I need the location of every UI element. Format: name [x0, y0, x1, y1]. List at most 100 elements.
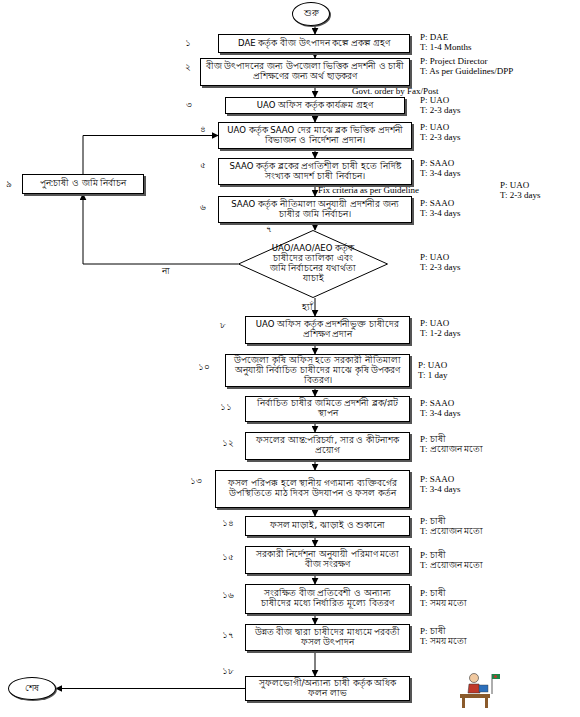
step-number: ১৭: [222, 628, 234, 643]
person-note: P: UAO: [420, 252, 449, 262]
process-box: সরকারী নির্দেশনা অনুযায়ী পরিমাণ মতো বীজ…: [245, 546, 410, 574]
node-text-group: ফসলের আন্ত:পরিচর্যা, সার ও কীটনাশক প্রয়…: [250, 436, 405, 456]
node-text-group: ফসল মাড়াই, ঝাড়াই ও শুকানো: [270, 521, 386, 531]
flow-arrow: [315, 344, 316, 354]
flow-arrow: [315, 460, 316, 470]
person-note: P: SAAO: [420, 398, 454, 408]
flag-disc: [494, 675, 497, 678]
node-text-group: শুরু: [304, 9, 319, 19]
node-text: ফসলের আন্ত:পরিচর্যা, সার ও কীটনাশক প্রয়…: [250, 436, 405, 456]
node-text: SAAO কর্তৃক নীতিমালা অনুযায়ী প্রদর্শনীর…: [223, 200, 407, 220]
node-text: সংরক্ষিত বীজ প্রতিবেশী ও অন্যান্য চাষীদে…: [250, 589, 405, 609]
flow-arrow: [315, 614, 316, 624]
person-note: P: SAAO: [420, 158, 454, 168]
node-text-group: পুন:চাষী ও জমি নির্বাচন: [40, 179, 127, 189]
process-box: SAAO কর্তৃক নীতিমালা অনুযায়ী প্রদর্শনীর…: [218, 196, 412, 223]
flow-arrow: [83, 136, 218, 175]
person-note: P: DAE: [420, 32, 448, 42]
node-text-group: UAO অফিস কর্তৃক কার্যক্রম গ্রহণ: [257, 101, 373, 111]
step-number: ১৮: [222, 664, 234, 679]
time-note: T: 1-4 Months: [420, 42, 472, 52]
step-number: ১: [185, 36, 191, 51]
node-text-group: UAO কর্তৃক SAAO দের মাঝে ব্লক ভিত্তিক প্…: [223, 126, 407, 146]
node-text: DAE কর্তৃক বীজ উৎপাদন কল্পে প্রকল্প গ্রহ…: [238, 39, 390, 49]
step-number: ৪: [200, 122, 206, 137]
process-box: UAO অফিস কর্তৃক প্রদর্শনীভুক্ত চাষীদের প…: [245, 316, 410, 344]
time-note: T: 2-3 days: [420, 132, 461, 142]
node-text: UAO অফিস কর্তৃক প্রদর্শনীভুক্ত চাষীদের প…: [250, 320, 405, 340]
node-text: SAAO কর্তৃক ব্লকের প্রগতিশীল চাষী হতে নি…: [223, 162, 407, 182]
step-number: ১৪: [222, 516, 234, 531]
flow-arrow: [56, 688, 245, 689]
process-box: সংরক্ষিত বীজ প্রতিবেশী ও অন্যান্য চাষীদে…: [245, 584, 410, 614]
node-text: শুরু: [304, 9, 319, 19]
desk-leg: [485, 698, 488, 708]
start-terminal: শুরু: [292, 2, 330, 26]
node-text: বীজ উৎপাদনের জন্য উপজেলা ভিত্তিক প্রদর্শ…: [205, 62, 405, 82]
node-text-group: UAO অফিস কর্তৃক প্রদর্শনীভুক্ত চাষীদের প…: [250, 320, 405, 340]
time-note: T: সময় মতো: [420, 636, 467, 646]
process-box: উন্নত বীজ দ্বারা চাষীদের মাধ্যমে পরবর্তী…: [245, 624, 410, 651]
step-number: ১৫: [222, 550, 234, 565]
time-note: T: প্রয়োজন মতো: [420, 444, 483, 454]
node-text-group: শেষ: [25, 684, 39, 694]
step-number: ১১: [220, 400, 232, 415]
node-text-group: UAO/AAO/AEO কর্তৃক চাষীদের তালিকা এবং জম…: [264, 244, 362, 283]
node-text-group: সংরক্ষিত বীজ প্রতিবেশী ও অন্যান্য চাষীদে…: [250, 589, 405, 609]
person-note: P: SAAO: [420, 198, 454, 208]
person-note: P: চাষী: [420, 516, 446, 526]
step-number: ৯: [6, 177, 12, 192]
node-text: UAO অফিস কর্তৃক কার্যক্রম গ্রহণ: [257, 101, 373, 111]
person-note: P: UAO: [420, 318, 449, 328]
node-text-group: নির্বাচিত চাষীর জমিতে প্রদর্শনী ব্লক/প্ল…: [250, 399, 405, 419]
step-number: ১৬: [222, 588, 234, 603]
person-note: P: চাষী: [420, 588, 446, 598]
process-box: DAE কর্তৃক বীজ উৎপাদন কল্পে প্রকল্প গ্রহ…: [218, 34, 410, 53]
desk: [460, 694, 490, 698]
side-note: Fix criteria as per Guideline: [318, 185, 419, 195]
edge-label: না: [162, 264, 170, 279]
person-note: P: চাষী: [420, 626, 446, 636]
paper: [479, 685, 488, 692]
node-text-group: সরকারী নির্দেশনা অনুযায়ী পরিমাণ মতো বীজ…: [250, 550, 405, 570]
diamond-shape: [239, 231, 388, 298]
process-box: UAO কর্তৃক SAAO দের মাঝে ব্লক ভিত্তিক প্…: [218, 122, 412, 149]
person-note: P: UAO: [420, 122, 449, 132]
step-number: ৬: [200, 200, 206, 215]
edge-label: হ্যাঁ: [302, 300, 313, 315]
person-body: [468, 684, 480, 693]
time-note: T: প্রয়োজন মতো: [420, 526, 483, 536]
flow-arrow: [315, 574, 316, 584]
process-box: সুফলভোগী/অন্যান্য চাষী কর্তৃক অধিক ফলন ল…: [245, 676, 410, 701]
node-text: উপজেলা কৃষি অফিস হতে সরকারী নীতিমালা অনু…: [230, 356, 405, 385]
node-text: UAO/AAO/AEO কর্তৃক চাষীদের তালিকা এবং জম…: [264, 244, 362, 283]
process-box: নির্বাচিত চাষীর জমিতে প্রদর্শনী ব্লক/প্ল…: [245, 396, 410, 422]
person-note: P: চাষী: [420, 550, 446, 560]
node-text-group: SAAO কর্তৃক ব্লকের প্রগতিশীল চাষী হতে নি…: [223, 162, 407, 182]
node-text: সরকারী নির্দেশনা অনুযায়ী পরিমাণ মতো বীজ…: [250, 550, 405, 570]
step-number: ৭: [266, 222, 272, 237]
node-text: পুন:চাষী ও জমি নির্বাচন: [40, 179, 127, 189]
node-text: ফসল মাড়াই, ঝাড়াই ও শুকানো: [270, 521, 386, 531]
step-number: ১০: [198, 360, 210, 375]
node-text-group: সুফলভোগী/অন্যান্য চাষী কর্তৃক অধিক ফলন ল…: [250, 679, 405, 699]
node-text: শেষ: [25, 684, 39, 694]
flow-arrow: [315, 86, 316, 97]
person-head: [470, 674, 479, 683]
time-note: T: As per Guidelines/DPP: [420, 66, 513, 76]
time-note: T: প্রয়োজন মতো: [420, 560, 483, 570]
time-note: T: 2-3 days: [420, 105, 461, 115]
process-box: উপজেলা কৃষি অফিস হতে সরকারী নীতিমালা অনু…: [225, 354, 410, 387]
node-text: ফসল পরিপক্ক হলে স্থানীয় গণ্যমান্য ব্যক্…: [220, 479, 405, 499]
flow-arrow: [315, 114, 316, 122]
process-box: UAO অফিস কর্তৃক কার্যক্রম গ্রহণ: [225, 97, 405, 114]
process-box: বীজ উৎপাদনের জন্য উপজেলা ভিত্তিক প্রদর্শ…: [200, 58, 410, 86]
time-note: T: 2-3 days: [420, 262, 461, 272]
flow-arrow: [315, 651, 316, 676]
node-text: UAO কর্তৃক SAAO দের মাঝে ব্লক ভিত্তিক প্…: [223, 126, 407, 146]
process-box: পুন:চাষী ও জমি নির্বাচন: [22, 174, 144, 194]
step-number: ২: [185, 60, 191, 75]
flow-arrow: [315, 422, 316, 432]
flow-arrow: [315, 149, 316, 158]
side-note: Govt. order by Fax/Post: [352, 86, 439, 96]
